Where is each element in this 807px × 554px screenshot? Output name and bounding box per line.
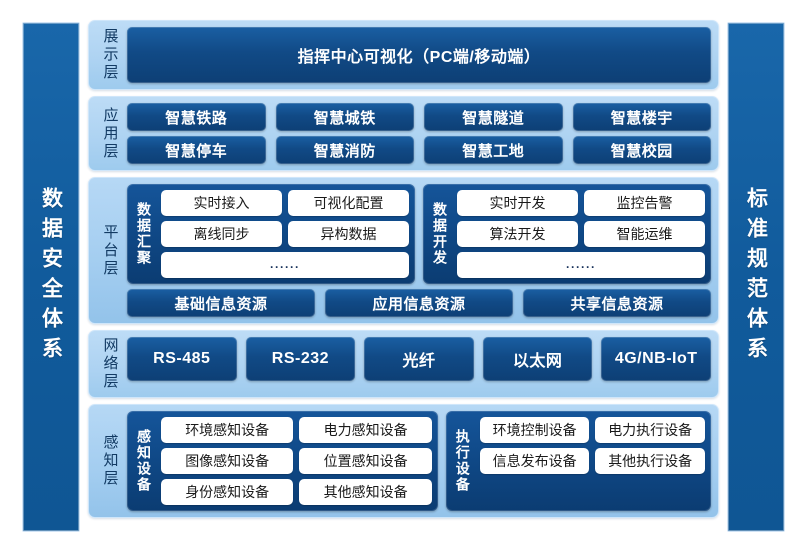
actuator-item-power-execution[interactable]: 电力执行设备 [595, 417, 705, 443]
network-row: RS-485 RS-232 光纤 以太网 4G/NB-IoT [127, 337, 711, 381]
aggregation-row-3: ······ [161, 252, 409, 278]
aggregation-row-2: 离线同步 异构数据 [161, 221, 409, 247]
platform-resources-row: 基础信息资源 应用信息资源 共享信息资源 [127, 289, 711, 317]
app-item-smart-urban-rail[interactable]: 智慧城铁 [275, 103, 414, 131]
perception-panels: 感知设备 环境感知设备 电力感知设备 图像感知设备 位置感知设备 [127, 411, 711, 511]
layer-stack: 展示层 指挥中心可视化（PC端/移动端） 应用层 智慧铁路 智慧城铁 智慧隧道 … [88, 20, 719, 534]
platform-panel-data-aggregation-grid: 实时接入 可视化配置 离线同步 异构数据 ······ [161, 190, 409, 278]
sensing-row-2: 图像感知设备 位置感知设备 [161, 448, 432, 474]
layer-platform-label: 平台层 [101, 223, 119, 278]
perception-panel-sensing-devices-label: 感知设备 [136, 429, 152, 493]
platform-panel-data-aggregation-label: 数据汇聚 [136, 202, 152, 266]
right-pillar-label: 标准规范体系 [744, 187, 768, 367]
network-item-rs232[interactable]: RS-232 [245, 337, 356, 381]
ellipsis-label: ······ [566, 260, 596, 274]
network-item-optical-fiber[interactable]: 光纤 [364, 337, 474, 381]
sensing-row-1: 环境感知设备 电力感知设备 [161, 417, 432, 443]
development-item-realtime-dev[interactable]: 实时开发 [457, 190, 578, 216]
development-row-3: ······ [457, 252, 705, 278]
development-item-intelligent-ops[interactable]: 智能运维 [584, 221, 705, 247]
layer-presentation: 展示层 指挥中心可视化（PC端/移动端） [88, 20, 719, 90]
platform-panels: 数据汇聚 实时接入 可视化配置 离线同步 异构数据 ······ [127, 184, 711, 284]
application-row-1: 智慧铁路 智慧城铁 智慧隧道 智慧楼宇 [127, 103, 711, 131]
actuator-item-info-publish[interactable]: 信息发布设备 [479, 448, 590, 474]
app-item-smart-firefighting[interactable]: 智慧消防 [275, 136, 414, 164]
aggregation-item-visual-config[interactable]: 可视化配置 [288, 190, 409, 216]
actuator-row-1: 环境控制设备 电力执行设备 [479, 417, 705, 443]
layer-perception-body: 感知设备 环境感知设备 电力感知设备 图像感知设备 位置感知设备 [127, 411, 711, 511]
left-pillar-label: 数据安全体系 [39, 187, 63, 367]
aggregation-item-more[interactable]: ······ [161, 252, 409, 278]
development-row-2: 算法开发 智能运维 [457, 221, 705, 247]
layer-network: 网络层 RS-485 RS-232 光纤 以太网 4G/NB-IoT [88, 330, 719, 398]
layer-perception: 感知层 感知设备 环境感知设备 电力感知设备 图像感知设备 [88, 404, 719, 518]
app-item-smart-building[interactable]: 智慧楼宇 [572, 103, 711, 131]
layer-application: 应用层 智慧铁路 智慧城铁 智慧隧道 智慧楼宇 智慧停车 智慧消防 智慧工地 智… [88, 96, 719, 171]
network-item-ethernet[interactable]: 以太网 [482, 337, 593, 381]
platform-panel-data-development-grid: 实时开发 监控告警 算法开发 智能运维 ······ [457, 190, 705, 278]
presentation-item-command-center[interactable]: 指挥中心可视化（PC端/移动端） [127, 27, 711, 83]
perception-panel-sensing-devices: 感知设备 环境感知设备 电力感知设备 图像感知设备 位置感知设备 [127, 411, 438, 511]
app-item-smart-railway[interactable]: 智慧铁路 [127, 103, 266, 131]
ellipsis-label: ······ [270, 260, 300, 274]
aggregation-item-heterogeneous-data[interactable]: 异构数据 [288, 221, 409, 247]
resource-item-basic-info[interactable]: 基础信息资源 [127, 289, 315, 317]
sensing-item-power[interactable]: 电力感知设备 [299, 417, 432, 443]
layer-perception-label: 感知层 [101, 434, 119, 488]
sensing-row-3: 身份感知设备 其他感知设备 [161, 479, 432, 505]
actuator-row-2: 信息发布设备 其他执行设备 [479, 448, 705, 474]
perception-panel-actuator-devices-grid: 环境控制设备 电力执行设备 信息发布设备 其他执行设备 [479, 417, 705, 505]
application-row-2: 智慧停车 智慧消防 智慧工地 智慧校园 [127, 136, 711, 164]
network-item-4g-nbiot[interactable]: 4G/NB-IoT [601, 337, 711, 381]
development-row-1: 实时开发 监控告警 [457, 190, 705, 216]
sensing-item-image[interactable]: 图像感知设备 [161, 448, 294, 474]
right-pillar-standards: 标准规范体系 [727, 22, 785, 532]
development-item-more[interactable]: ······ [457, 252, 705, 278]
network-item-rs485[interactable]: RS-485 [127, 337, 237, 381]
sensing-item-other[interactable]: 其他感知设备 [299, 479, 432, 505]
app-item-smart-construction-site[interactable]: 智慧工地 [424, 136, 563, 164]
perception-panel-actuator-devices-label: 执行设备 [454, 429, 471, 493]
app-item-smart-campus[interactable]: 智慧校园 [572, 136, 711, 164]
perception-panel-sensing-devices-grid: 环境感知设备 电力感知设备 图像感知设备 位置感知设备 身份感知设备 其他感知设… [161, 417, 432, 505]
actuator-item-environment-control[interactable]: 环境控制设备 [479, 417, 590, 443]
aggregation-row-1: 实时接入 可视化配置 [161, 190, 409, 216]
resource-item-shared-info[interactable]: 共享信息资源 [523, 289, 711, 317]
app-item-smart-tunnel[interactable]: 智慧隧道 [424, 103, 563, 131]
layer-network-label: 网络层 [101, 337, 119, 391]
app-item-smart-parking[interactable]: 智慧停车 [127, 136, 266, 164]
actuator-item-other[interactable]: 其他执行设备 [595, 448, 705, 474]
layer-presentation-body: 指挥中心可视化（PC端/移动端） [127, 27, 711, 83]
layer-platform: 平台层 数据汇聚 实时接入 可视化配置 离线同步 异 [88, 177, 719, 324]
platform-panel-data-development-label: 数据开发 [432, 202, 448, 266]
platform-panel-data-development: 数据开发 实时开发 监控告警 算法开发 智能运维 ······ [423, 184, 711, 284]
aggregation-item-realtime-ingest[interactable]: 实时接入 [161, 190, 282, 216]
layer-presentation-label: 展示层 [101, 28, 119, 82]
platform-panel-data-aggregation: 数据汇聚 实时接入 可视化配置 离线同步 异构数据 ······ [127, 184, 415, 284]
perception-panel-actuator-devices: 执行设备 环境控制设备 电力执行设备 信息发布设备 其他执行设备 [445, 411, 711, 511]
development-item-monitoring-alarm[interactable]: 监控告警 [584, 190, 705, 216]
aggregation-item-offline-sync[interactable]: 离线同步 [161, 221, 282, 247]
sensing-item-environment[interactable]: 环境感知设备 [161, 417, 294, 443]
layer-application-body: 智慧铁路 智慧城铁 智慧隧道 智慧楼宇 智慧停车 智慧消防 智慧工地 智慧校园 [127, 103, 711, 164]
layer-network-body: RS-485 RS-232 光纤 以太网 4G/NB-IoT [127, 337, 711, 391]
left-pillar-data-security: 数据安全体系 [22, 22, 80, 532]
sensing-item-location[interactable]: 位置感知设备 [299, 448, 432, 474]
layer-platform-body: 数据汇聚 实时接入 可视化配置 离线同步 异构数据 ······ [127, 184, 711, 317]
layer-application-label: 应用层 [101, 106, 119, 161]
development-item-algorithm-dev[interactable]: 算法开发 [457, 221, 578, 247]
resource-item-application-info[interactable]: 应用信息资源 [325, 289, 513, 317]
sensing-item-identity[interactable]: 身份感知设备 [161, 479, 294, 505]
